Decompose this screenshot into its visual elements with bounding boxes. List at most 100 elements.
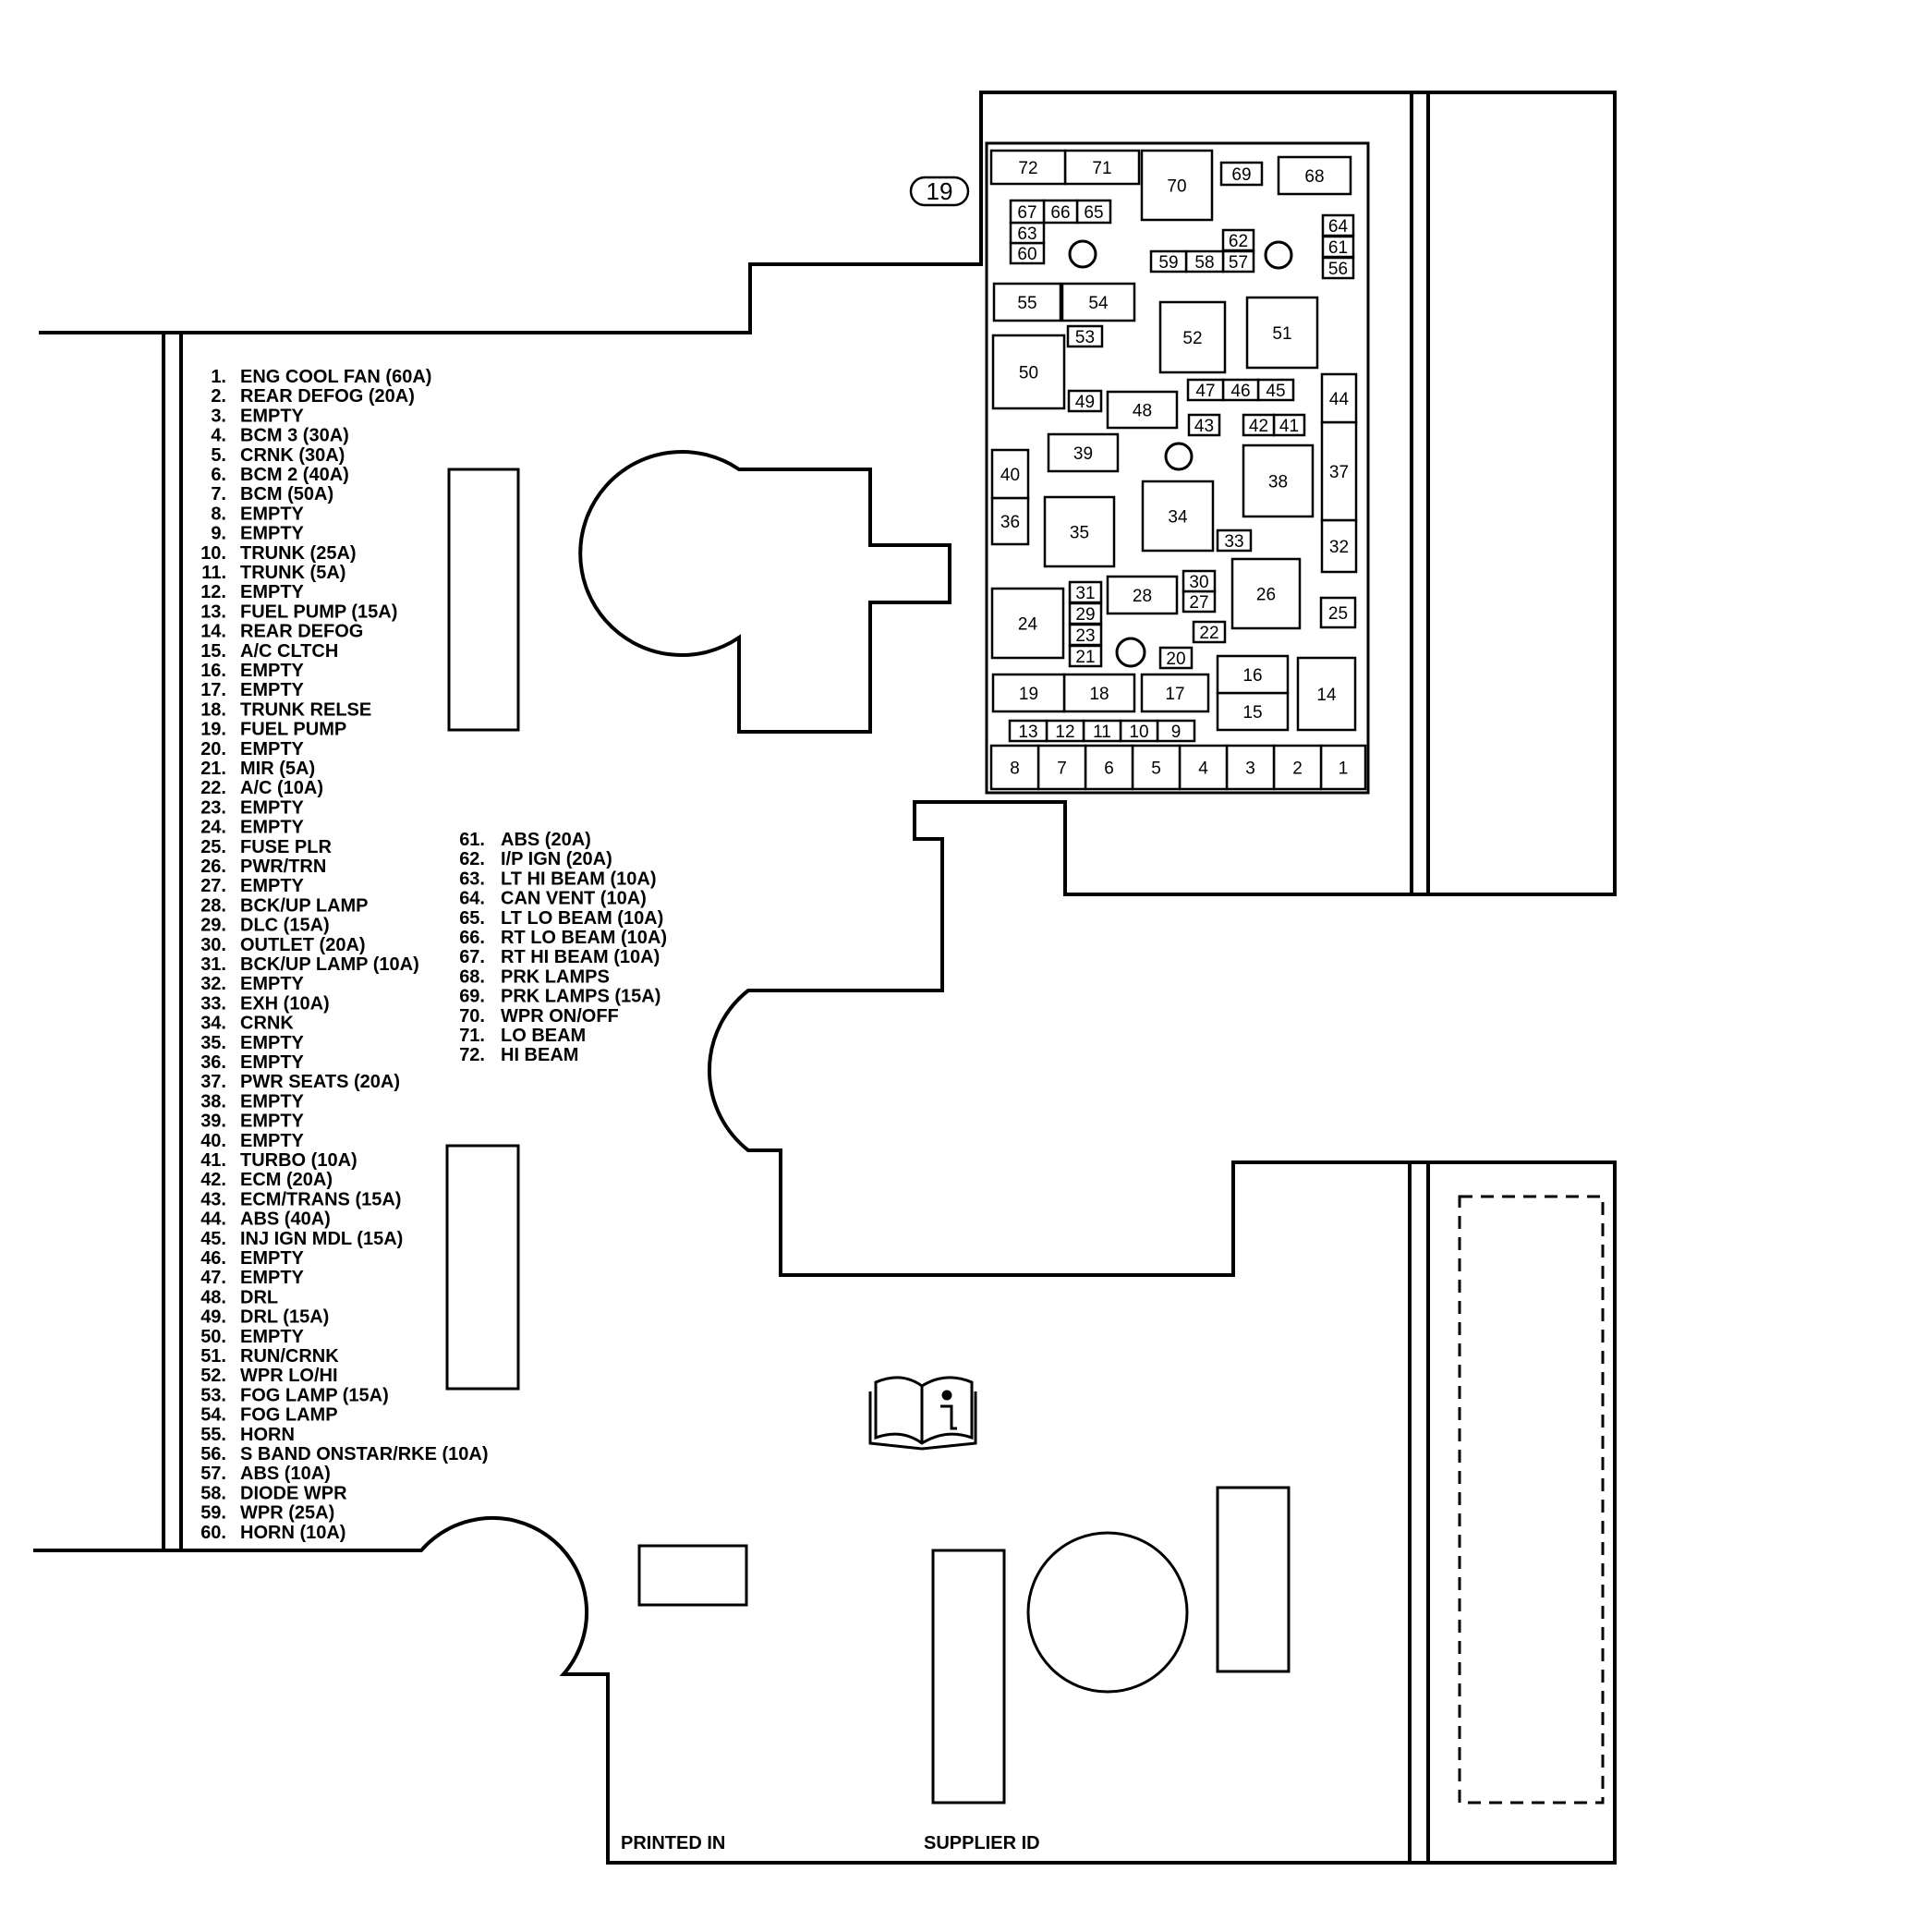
legend-description: TRUNK (5A) (240, 563, 345, 583)
legend-number: 22. (200, 778, 226, 798)
legend-description: DLC (15A) (240, 916, 330, 936)
fuse-cell-56: 56 (1321, 256, 1355, 280)
fuse-cell-number: 10 (1129, 723, 1148, 742)
legend-description: TRUNK (25A) (240, 543, 357, 564)
legend-description: S BAND ONSTAR/RKE (10A) (240, 1444, 489, 1464)
legend-description: FUEL PUMP (240, 720, 346, 740)
legend-description: EMPTY (240, 1131, 305, 1151)
fuse-cell-30: 30 (1182, 569, 1217, 593)
fuse-cell-number: 65 (1084, 203, 1103, 223)
fuse-cell-number: 21 (1075, 648, 1095, 667)
legend-description: LT HI BEAM (10A) (501, 869, 657, 889)
legend-number: 10. (200, 543, 226, 564)
fuse-cell-51: 51 (1245, 296, 1319, 370)
fuse-cell-number: 23 (1075, 626, 1095, 646)
legend-number: 49. (200, 1307, 226, 1328)
legend-description: BCM (50A) (240, 484, 333, 504)
legend-number: 39. (200, 1112, 226, 1132)
legend-number: 42. (200, 1170, 226, 1190)
fuse-cell-number: 41 (1279, 417, 1299, 436)
fuse-cell-68: 68 (1277, 155, 1352, 196)
fuse-cell-number: 15 (1242, 703, 1262, 723)
legend-number: 69. (459, 987, 485, 1007)
legend-description: EMPTY (240, 1327, 305, 1347)
fuse-cell-outline (1131, 744, 1182, 791)
fuse-cell-outline (1221, 228, 1255, 252)
fuse-cell-number: 7 (1057, 759, 1067, 779)
fuse-cell-number: 56 (1328, 260, 1348, 279)
legend-description: I/P IGN (20A) (501, 849, 612, 869)
fuse-cell-number: 17 (1165, 685, 1184, 704)
fuse-cell-27: 27 (1182, 589, 1217, 614)
legend-description: WPR LO/HI (240, 1366, 338, 1386)
legend-number: 25. (200, 837, 226, 857)
fuse-cell-outline (1043, 495, 1116, 568)
fuse-cell-number: 68 (1304, 167, 1324, 187)
fuse-cell-44: 44 (1320, 372, 1358, 424)
fuse-cell-outline (990, 448, 1030, 500)
fuse-cell-26: 26 (1230, 557, 1302, 630)
legend-description: EXH (10A) (240, 993, 330, 1014)
legend-description: RT HI BEAM (10A) (501, 947, 660, 967)
legend-description: PWR/TRN (240, 857, 326, 877)
legend-description: CAN VENT (10A) (501, 889, 647, 909)
legend-number: 28. (200, 895, 226, 916)
fuse-cell-outline (1242, 413, 1276, 437)
fuse-cell-outline (990, 496, 1030, 546)
legend-description: ABS (10A) (240, 1464, 331, 1484)
fuse-cell-number: 57 (1229, 253, 1248, 273)
fuse-cell-outline (1216, 691, 1290, 732)
fuse-cell-outline (1149, 249, 1188, 273)
legend-description: BCK/UP LAMP (240, 895, 369, 916)
fuse-cell-15: 15 (1216, 691, 1290, 732)
fuse-cell-number: 40 (1000, 466, 1020, 485)
fuse-cell-number: 61 (1328, 238, 1348, 258)
fuse-cell-23: 23 (1068, 623, 1103, 647)
fuse-cell-number: 14 (1316, 686, 1337, 705)
legend-description: RUN/CRNK (240, 1346, 339, 1367)
fuse-cell-69: 69 (1219, 161, 1264, 187)
legend-number: 52. (200, 1366, 226, 1386)
legend-number: 48. (200, 1287, 226, 1307)
fuse-cell-number: 36 (1000, 513, 1020, 532)
legend-description: PRK LAMPS (15A) (501, 987, 661, 1007)
fuse-cell-number: 52 (1182, 329, 1202, 348)
fuse-cell-number: 49 (1075, 393, 1095, 412)
fuse-cell-outline (1068, 580, 1103, 604)
fuse-cell-59: 59 (1149, 249, 1188, 273)
legend-number: 27. (200, 876, 226, 896)
legend-number: 34. (200, 1014, 226, 1034)
fuse-cell-number: 18 (1089, 685, 1109, 704)
legend-description: WPR ON/OFF (501, 1006, 619, 1027)
fuse-cell-outline (989, 149, 1067, 186)
fuse-cell-number: 20 (1166, 650, 1185, 669)
legend-number: 46. (200, 1248, 226, 1269)
legend-number: 70. (459, 1006, 485, 1027)
fuse-cell-12: 12 (1045, 719, 1085, 743)
legend-description: EMPTY (240, 1033, 305, 1053)
fuse-cell-number: 30 (1189, 573, 1208, 592)
legend-number: 19. (200, 720, 226, 740)
legend-description: DIODE WPR (240, 1483, 347, 1503)
fuse-cell-3: 3 (1225, 744, 1276, 791)
fuse-cell-number: 51 (1272, 324, 1291, 344)
fuse-cell-outline (1192, 620, 1227, 644)
fuse-cell-11: 11 (1082, 719, 1122, 743)
legend-number: 62. (459, 849, 485, 869)
fuse-cell-21: 21 (1068, 644, 1103, 668)
fuse-cell-outline (1009, 199, 1046, 225)
legend-description: EMPTY (240, 1248, 305, 1269)
legend-number: 5. (211, 445, 226, 466)
fuse-cell-number: 5 (1151, 759, 1161, 779)
legend-number: 11. (201, 563, 226, 583)
fuse-cell-60: 60 (1009, 241, 1046, 265)
callout-badge: 19 (909, 176, 970, 207)
fuse-cell-number: 26 (1256, 586, 1276, 605)
fuse-cell-outline (1272, 744, 1323, 791)
legend-left-column: 1.ENG COOL FAN (60A)2.REAR DEFOG (20A)3.… (200, 367, 488, 1543)
legend-description: EMPTY (240, 818, 305, 838)
fuse-cell-57: 57 (1221, 249, 1255, 273)
fuse-cell-outline (1319, 744, 1367, 791)
legend-right-column: 61.ABS (20A)62.I/P IGN (20A)63.LT HI BEA… (459, 830, 667, 1065)
